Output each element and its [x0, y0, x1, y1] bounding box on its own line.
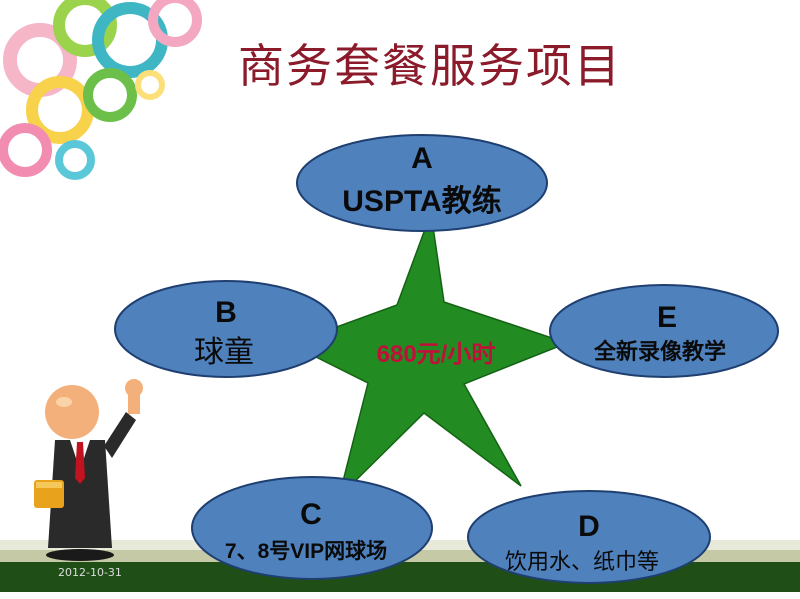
- decorative-rings: [0, 0, 202, 180]
- slide-date: 2012-10-31: [58, 566, 122, 579]
- presenter-figure-icon: [34, 379, 143, 561]
- node-e: E 全新录像教学: [549, 284, 779, 378]
- node-b: B 球童: [114, 280, 338, 378]
- node-label: 饮用水、纸巾等: [505, 549, 659, 574]
- slide-title: 商务套餐服务项目: [238, 39, 622, 93]
- node-label: USPTA教练: [342, 184, 501, 218]
- node-letter: A: [411, 142, 433, 175]
- node-ellipse: [549, 284, 779, 378]
- node-letter: E: [657, 301, 677, 334]
- node-label: 全新录像教学: [593, 339, 726, 364]
- node-letter: C: [300, 498, 322, 531]
- node-ellipse: [467, 490, 711, 584]
- node-label: 7、8号VIP网球场: [225, 540, 387, 563]
- node-a: A USPTA教练: [296, 134, 548, 232]
- node-letter: D: [578, 510, 600, 543]
- node-ellipse: [191, 476, 433, 580]
- node-c: C 7、8号VIP网球场: [191, 476, 433, 580]
- center-price-label: 680元/小时: [377, 341, 496, 368]
- node-d: D 饮用水、纸巾等: [467, 490, 711, 584]
- node-letter: B: [215, 296, 237, 329]
- node-label: 球童: [194, 336, 254, 369]
- node-ellipse: [296, 134, 548, 232]
- node-ellipse: [114, 280, 338, 378]
